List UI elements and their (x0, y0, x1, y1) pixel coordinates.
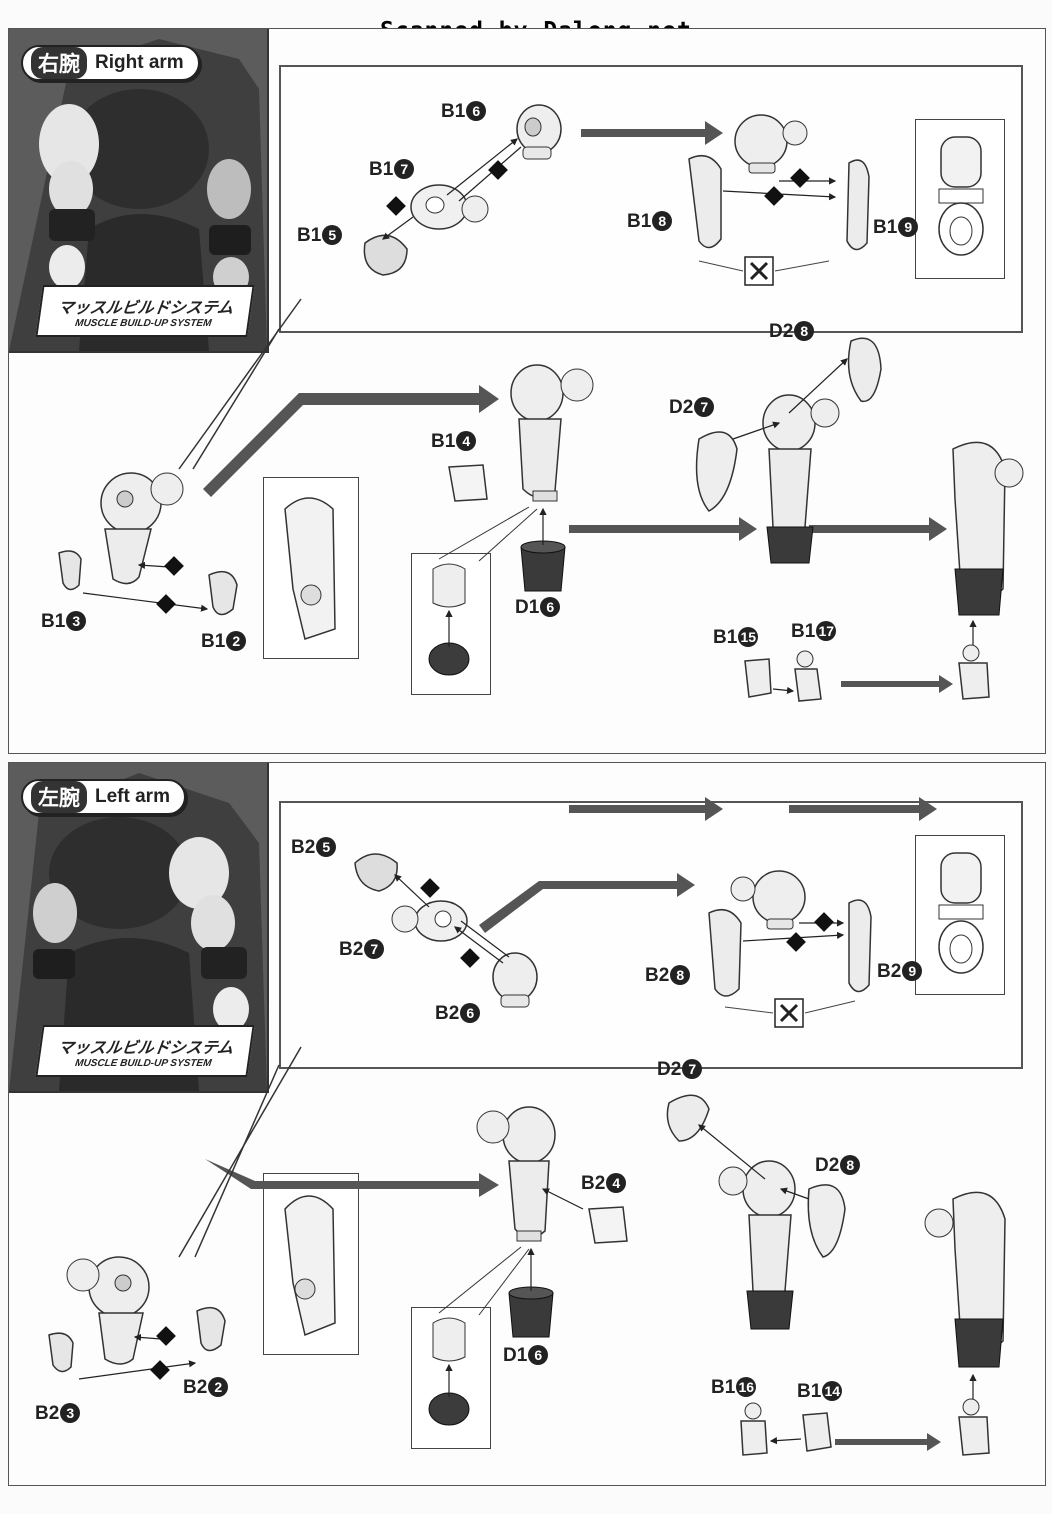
arrow-icon (203, 121, 953, 693)
title-en: Left arm (95, 786, 170, 807)
part-b24 (588, 1206, 628, 1244)
part-b18-right (846, 159, 870, 251)
nipper-icon (744, 256, 774, 286)
left-arm-detail-box (279, 801, 1023, 1069)
part-b26 (492, 952, 538, 1008)
part-arm-stage3 (718, 1160, 796, 1330)
part-hand-final (958, 644, 990, 700)
part-b22 (196, 1306, 226, 1352)
part-d27 (695, 431, 738, 512)
arrow-icon (205, 797, 941, 1451)
left-arm-diagram (48, 797, 1006, 1456)
left-arm-title: 左腕 Left arm (21, 779, 186, 815)
left-arm-section: 左腕 Left arm マッスルビルドシステム MUSCLE BUILD-UP … (8, 762, 1046, 1486)
part-hand-final (958, 1398, 990, 1456)
title-jp: 右腕 (31, 47, 87, 79)
part-b14 (448, 464, 488, 502)
part-arm-final (924, 1191, 1006, 1368)
part-arm-stage3 (762, 394, 840, 564)
right-arm-diagram (58, 104, 1024, 702)
part-b13 (58, 550, 82, 591)
right-arm-detail-box (279, 65, 1023, 333)
part-d16 (508, 1286, 554, 1338)
joint-detail (284, 1195, 336, 1337)
part-upper-arm-main (66, 1256, 150, 1365)
right-arm-section: 右腕 Right arm マッスルビルドシステム MUSCLE BUILD-UP… (8, 28, 1046, 754)
part-upper-arm-stage2 (510, 364, 594, 502)
part-upper-arm-stage2 (476, 1106, 556, 1242)
left-arm-hero-panel: 左腕 Left arm マッスルビルドシステム MUSCLE BUILD-UP … (9, 763, 269, 1093)
part-b28-left (708, 908, 742, 997)
part-b27 (391, 900, 468, 942)
part-b23 (48, 1332, 74, 1373)
part-b25 (354, 853, 398, 892)
part-b16 (516, 104, 562, 160)
socket-detail (428, 1317, 470, 1426)
part-b16-b17-assembled (734, 114, 808, 174)
part-b117 (794, 650, 822, 702)
nipper-icon (774, 998, 804, 1028)
right-arm-hero-panel: 右腕 Right arm マッスルビルドシステム MUSCLE BUILD-UP… (9, 29, 269, 353)
right-arm-title: 右腕 Right arm (21, 45, 200, 81)
runner-part-b19 (938, 136, 984, 256)
part-d27 (666, 1094, 710, 1142)
part-b18-left (688, 154, 722, 249)
part-b115 (744, 658, 772, 698)
part-b28-right (848, 899, 872, 993)
part-d28 (847, 337, 882, 403)
part-b116 (740, 1402, 768, 1456)
part-b15 (363, 234, 408, 276)
part-b114 (802, 1412, 832, 1452)
part-upper-arm-main (100, 472, 184, 585)
part-d28 (807, 1184, 846, 1258)
part-d16 (520, 540, 566, 592)
part-b26-b27-assembled (730, 870, 806, 930)
part-b17 (410, 184, 489, 230)
title-jp: 左腕 (31, 781, 87, 813)
part-b12 (208, 570, 238, 616)
title-en: Right arm (95, 52, 184, 73)
joint-detail (284, 497, 336, 640)
part-arm-final (952, 441, 1024, 616)
runner-part-b29 (938, 852, 984, 974)
